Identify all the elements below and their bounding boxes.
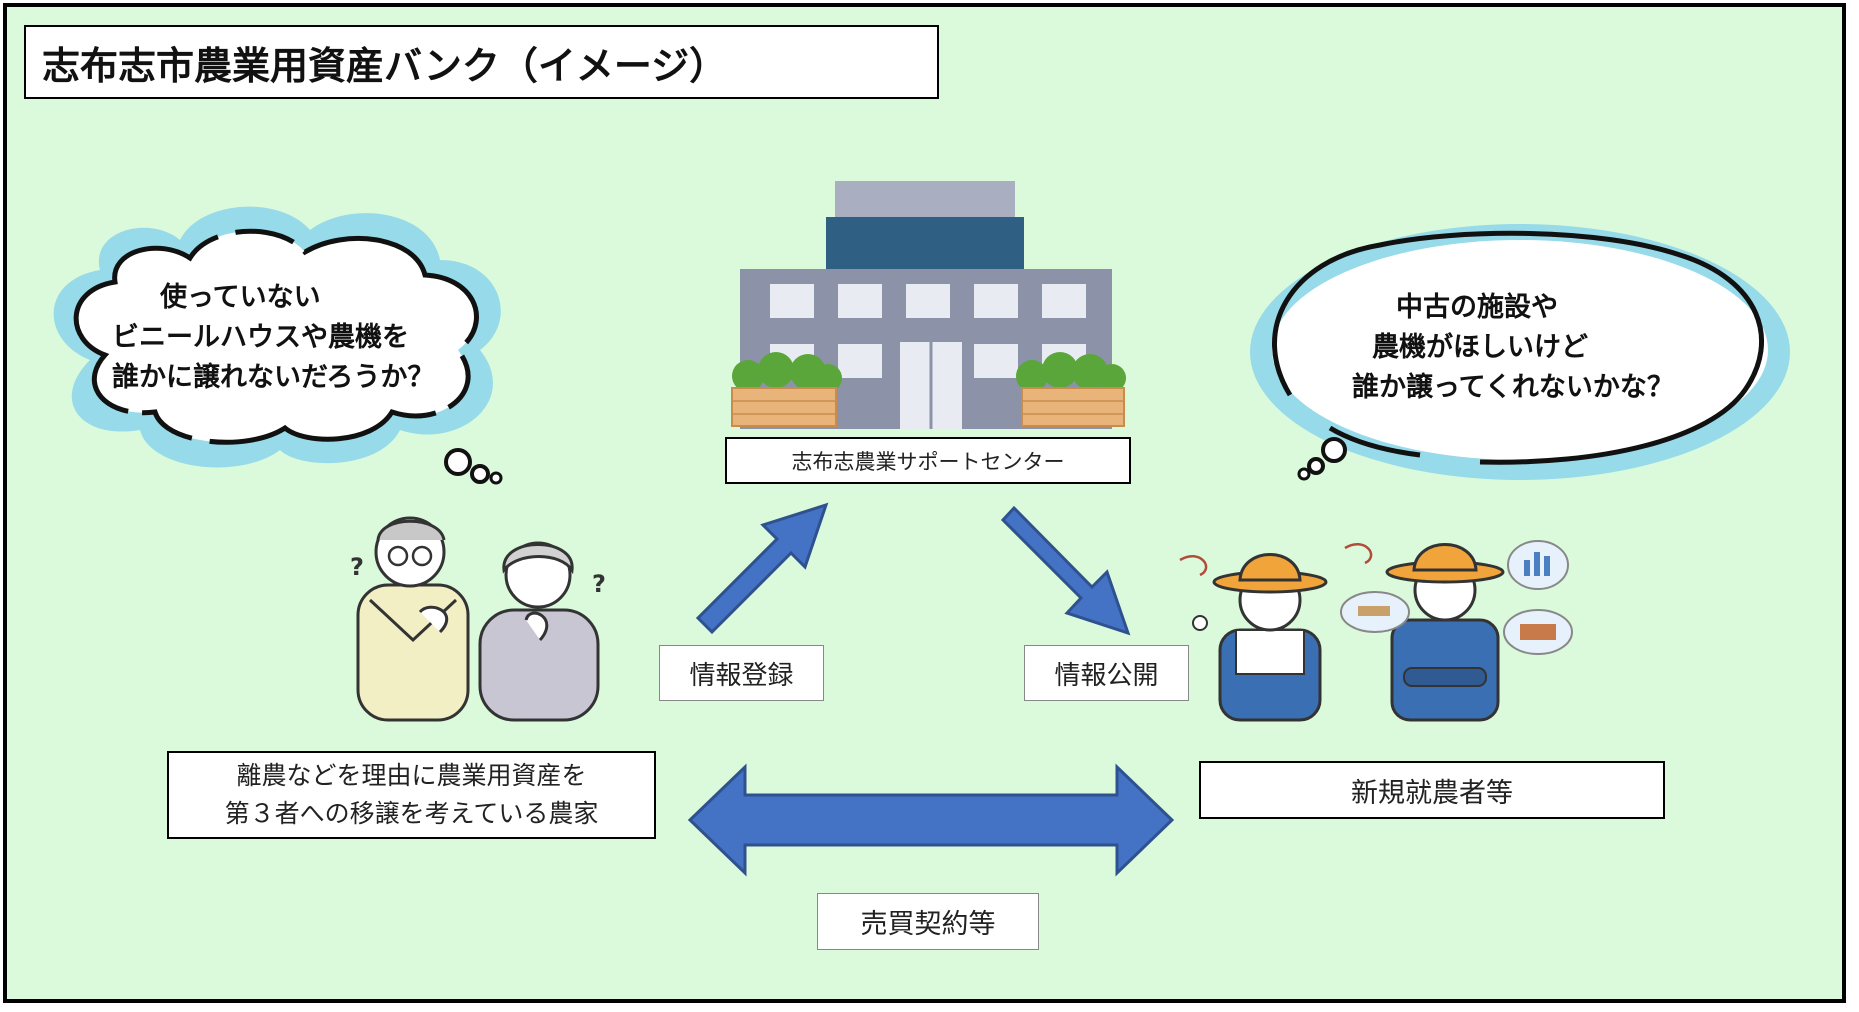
right-bubble-line-1: 中古の施設や (1396, 292, 1558, 323)
right-thought-bubble (1250, 224, 1790, 481)
retiring-farmer-line-1: 離農などを理由に農業用資産を (236, 761, 587, 790)
register-label: 情報登録 (659, 645, 824, 701)
contract-label: 売買契約等 (817, 893, 1039, 950)
new-farmers-illustration (1179, 540, 1573, 722)
left-bubble-line-1: 使っていない (160, 282, 321, 313)
new-farmer-label: 新規就農者等 (1199, 761, 1665, 819)
left-thought-bubble (53, 206, 503, 485)
left-bubble-line-3: 誰かに譲れないだろうか？ (112, 362, 435, 393)
retiring-farmer-line-2: 第３者への移譲を考えている農家 (224, 799, 599, 828)
right-bubble-line-2: 農機がほしいけど (1372, 332, 1588, 363)
page-title: 志布志市農業用資産バンク（イメージ） (24, 25, 939, 99)
retiring-farmer-label: 離農などを理由に農業用資産を 第３者への移譲を考えている農家 (167, 751, 656, 839)
support-center-building-illustration (731, 181, 1126, 429)
svg-text:?: ? (592, 570, 606, 598)
contract-double-arrow (687, 763, 1175, 877)
publish-arrow (1000, 505, 1131, 636)
svg-text:?: ? (350, 553, 364, 581)
publish-label: 情報公開 (1024, 645, 1189, 701)
register-arrow (695, 502, 829, 635)
left-bubble-line-2: ビニールハウスや農機を (112, 322, 409, 353)
elderly-farmers-illustration: ? ? (350, 516, 606, 722)
right-bubble-line-3: 誰か譲ってくれないかな？ (1352, 372, 1674, 403)
support-center-label: 志布志農業サポートセンター (725, 437, 1131, 484)
